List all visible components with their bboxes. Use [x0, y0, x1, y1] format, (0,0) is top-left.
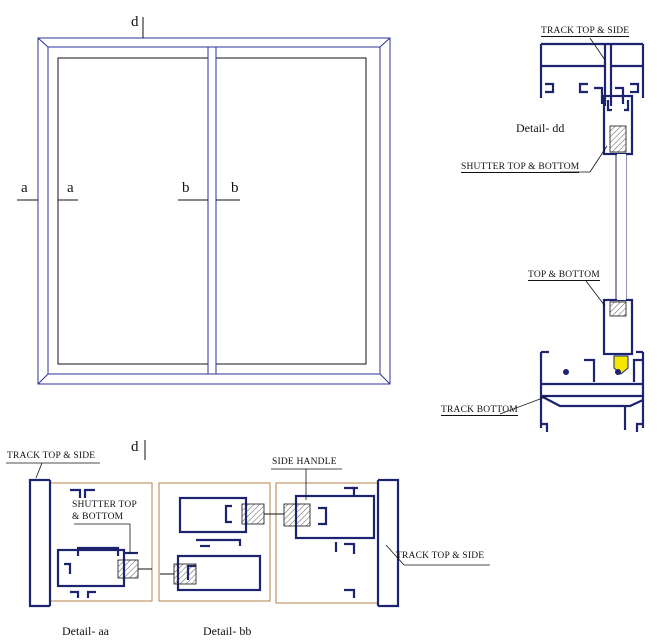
leaders-aa-bb	[6, 462, 490, 566]
section-marks	[17, 17, 240, 460]
section-label-d-bottom: d	[131, 439, 139, 455]
label-top-bottom: TOP & BOTTOM	[528, 270, 600, 281]
seal-bb-top	[241, 503, 265, 525]
detail-aa-drawing	[28, 478, 138, 608]
detail-dd-drawing	[539, 42, 645, 432]
label-track-top-side-aa: TRACK TOP & SIDE	[7, 451, 96, 461]
seal-bottom-dd	[609, 301, 627, 317]
section-label-b-right: b	[231, 180, 239, 196]
seal-bb-bottom	[173, 563, 197, 585]
detail-cc-drawing	[294, 478, 400, 608]
section-label-a-right: a	[67, 180, 74, 196]
seal-aa	[117, 559, 139, 579]
section-label-d-top: d	[131, 14, 139, 30]
panel-bb-box	[158, 482, 271, 602]
leaders-dd	[499, 37, 608, 415]
window-elevation	[37, 37, 391, 385]
label-shutter-top-bottom-dd: SHUTTER TOP & BOTTOM	[461, 162, 580, 173]
right-sash	[215, 57, 367, 365]
inner-frame	[47, 46, 381, 375]
label-detail-dd: Detail- dd	[516, 121, 565, 135]
label-side-handle: SIDE HANDLE	[272, 457, 337, 467]
label-shutter-top-line2: & BOTTOM	[72, 512, 124, 522]
panel-cc-box	[275, 482, 379, 604]
left-sash	[57, 57, 209, 365]
label-shutter-top-line1: SHUTTER TOP	[72, 500, 137, 510]
label-detail-bb: Detail- bb	[203, 624, 252, 638]
section-label-b-left: b	[182, 180, 190, 196]
glass-dd	[617, 154, 626, 300]
label-track-top-side-dd: TRACK TOP & SIDE	[541, 26, 630, 37]
outer-frame	[37, 37, 391, 385]
label-track-top-side-bb: TRACK TOP & SIDE	[396, 551, 485, 561]
label-detail-aa: Detail- aa	[62, 624, 109, 638]
label-track-bottom: TRACK BOTTOM	[441, 405, 518, 416]
seal-top-dd	[609, 125, 627, 153]
section-label-a-left: a	[21, 180, 28, 196]
seal-cc	[283, 503, 311, 527]
